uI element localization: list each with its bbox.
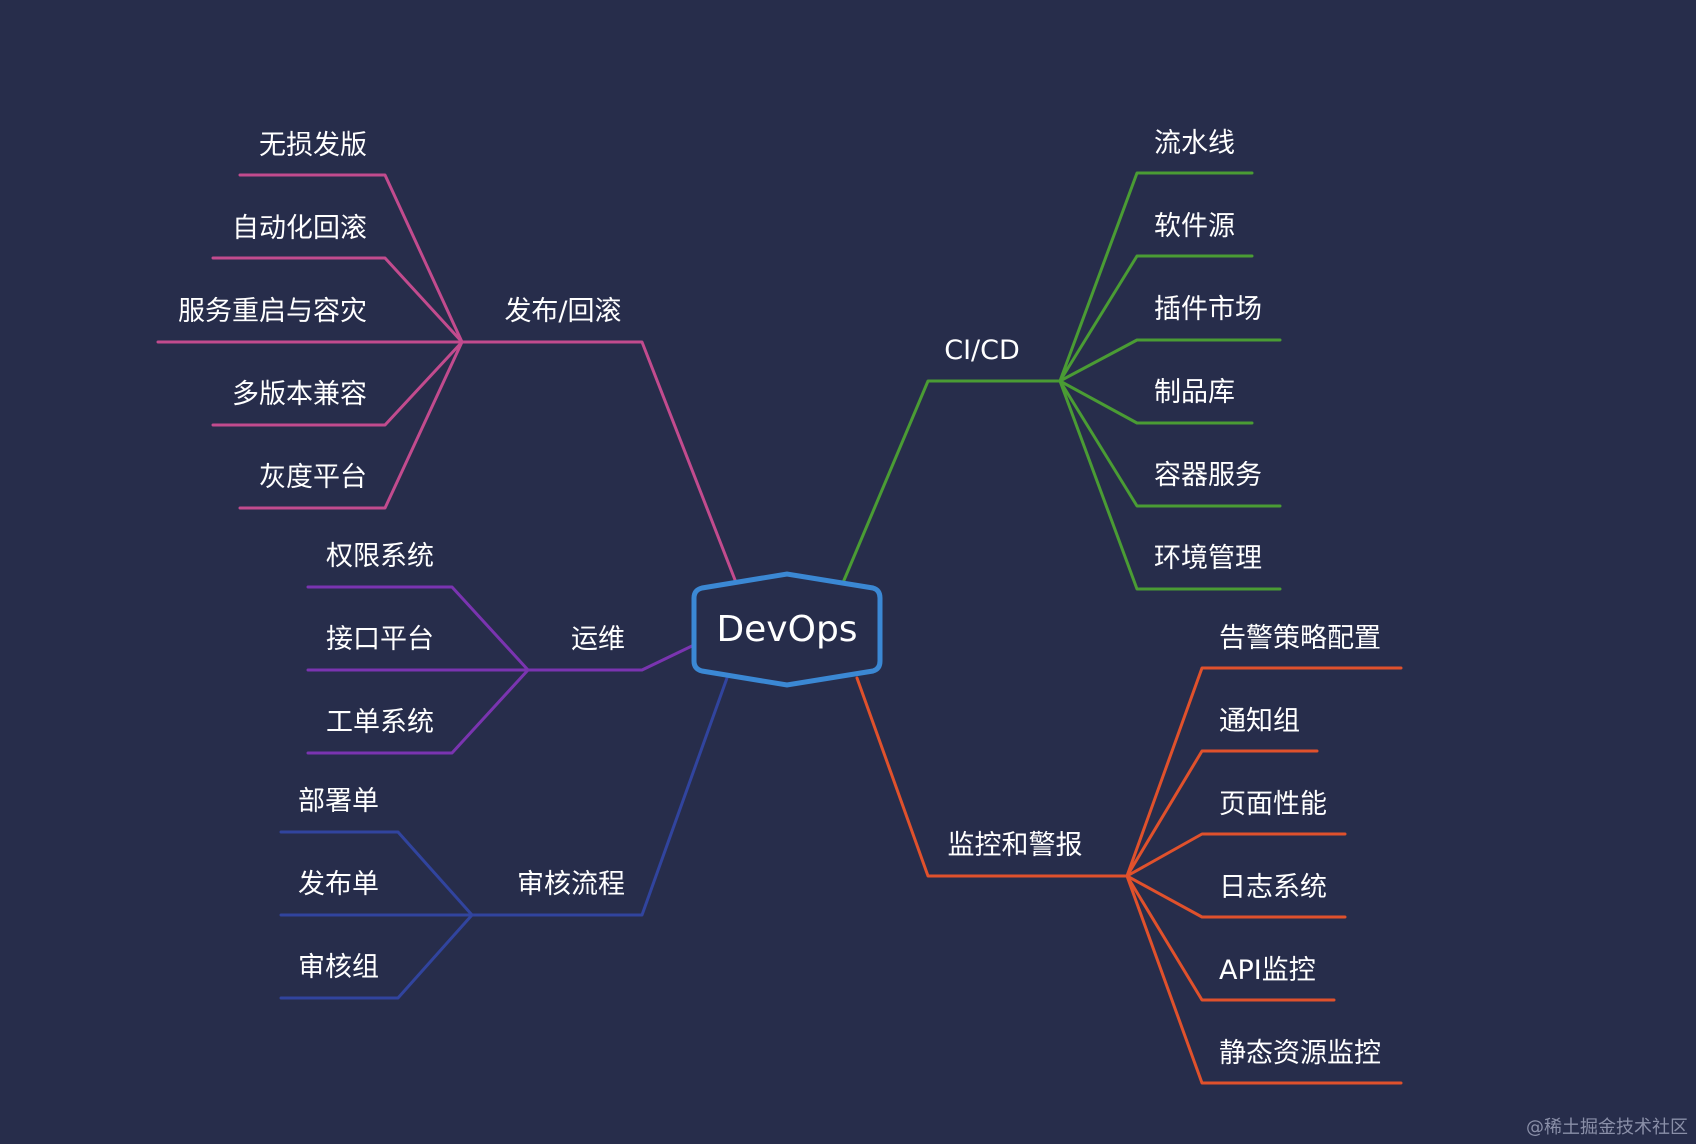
branch-label-monitor[interactable]: 监控和警报 xyxy=(948,830,1083,861)
leaf-monitor-0[interactable]: 告警策略配置 xyxy=(1219,623,1381,654)
leaf-ops-0[interactable]: 权限系统 xyxy=(326,541,434,572)
branch-monitor: 监控和警报 告警策略配置 通知组 页面性能 日志系统 API监控 静态资源监控 xyxy=(948,623,1382,1069)
connector-monitor-leaf-4 xyxy=(1125,874,1336,1002)
leaf-cicd-4[interactable]: 容器服务 xyxy=(1154,460,1262,491)
connector-monitor-leaf-2 xyxy=(1125,832,1347,878)
leaf-cicd-2[interactable]: 插件市场 xyxy=(1154,294,1262,325)
leaf-monitor-1[interactable]: 通知组 xyxy=(1219,706,1300,737)
connector-cicd-leaf-5 xyxy=(1058,379,1282,591)
connector-monitor-leaf-1 xyxy=(1125,749,1319,878)
leaf-cicd-0[interactable]: 流水线 xyxy=(1154,128,1235,159)
connector-monitor-leaf-5 xyxy=(1125,874,1403,1085)
connector-cicd xyxy=(840,379,1062,587)
connector-review xyxy=(470,676,729,917)
watermark: @稀土掘金技术社区 xyxy=(1526,1117,1688,1138)
connector-cicd-leaf-0 xyxy=(1058,171,1254,383)
connector-release-leaf-0 xyxy=(238,173,464,344)
root-hexagon xyxy=(691,571,883,688)
leaf-review-1[interactable]: 发布单 xyxy=(298,869,379,900)
leaf-review-0[interactable]: 部署单 xyxy=(298,786,379,817)
leaf-monitor-3[interactable]: 日志系统 xyxy=(1219,872,1327,903)
leaf-cicd-1[interactable]: 软件源 xyxy=(1154,211,1235,242)
leaf-review-2[interactable]: 审核组 xyxy=(298,952,379,983)
leaf-release-2[interactable]: 服务重启与容灾 xyxy=(178,296,367,327)
connector-ops-leaf-0 xyxy=(306,585,530,672)
connector-release xyxy=(460,340,739,587)
leaf-release-3[interactable]: 多版本兼容 xyxy=(232,379,367,410)
connector-monitor-leaf-3 xyxy=(1125,874,1347,919)
branch-label-cicd[interactable]: CI/CD xyxy=(944,335,1020,366)
connector-cicd-leaf-3 xyxy=(1058,379,1254,425)
connector-ops-leaf-2 xyxy=(306,668,530,755)
root-node[interactable]: DevOps xyxy=(691,571,883,688)
leaf-monitor-4[interactable]: API监控 xyxy=(1219,955,1316,986)
branch-label-ops[interactable]: 运维 xyxy=(571,624,625,655)
connector-release-leaf-4 xyxy=(238,340,464,510)
branch-review: 审核流程 部署单 发布单 审核组 xyxy=(298,786,625,983)
connector-review-leaf-2 xyxy=(279,913,474,1000)
connector-review-leaf-0 xyxy=(279,830,474,917)
leaf-release-4[interactable]: 灰度平台 xyxy=(259,462,367,493)
leaf-release-1[interactable]: 自动化回滚 xyxy=(232,213,367,244)
leaf-monitor-5[interactable]: 静态资源监控 xyxy=(1219,1038,1381,1069)
branch-ops: 运维 权限系统 接口平台 工单系统 xyxy=(326,541,625,738)
leaf-monitor-2[interactable]: 页面性能 xyxy=(1219,789,1327,820)
leaf-release-0[interactable]: 无损发版 xyxy=(259,130,367,161)
connector-release-leaf-3 xyxy=(211,340,464,427)
branch-label-review[interactable]: 审核流程 xyxy=(517,869,625,900)
connector-monitor-leaf-0 xyxy=(1125,666,1403,878)
leaf-cicd-3[interactable]: 制品库 xyxy=(1154,377,1235,408)
connector-monitor xyxy=(855,676,1129,878)
connector-cicd-leaf-4 xyxy=(1058,379,1282,508)
connector-release-leaf-1 xyxy=(211,256,464,344)
leaf-cicd-5[interactable]: 环境管理 xyxy=(1154,543,1262,574)
connectors xyxy=(156,171,1403,1085)
leaf-ops-1[interactable]: 接口平台 xyxy=(326,624,434,655)
connector-ops xyxy=(526,643,696,672)
root-label: DevOps xyxy=(716,609,857,650)
leaf-ops-2[interactable]: 工单系统 xyxy=(326,707,434,738)
branch-release: 发布/回滚 无损发版 自动化回滚 服务重启与容灾 多版本兼容 灰度平台 xyxy=(178,130,622,493)
branch-label-release[interactable]: 发布/回滚 xyxy=(504,296,621,327)
branch-cicd: CI/CD 流水线 软件源 插件市场 制品库 容器服务 环境管理 xyxy=(944,128,1262,574)
connector-cicd-leaf-1 xyxy=(1058,254,1254,383)
connector-cicd-leaf-2 xyxy=(1058,338,1282,383)
